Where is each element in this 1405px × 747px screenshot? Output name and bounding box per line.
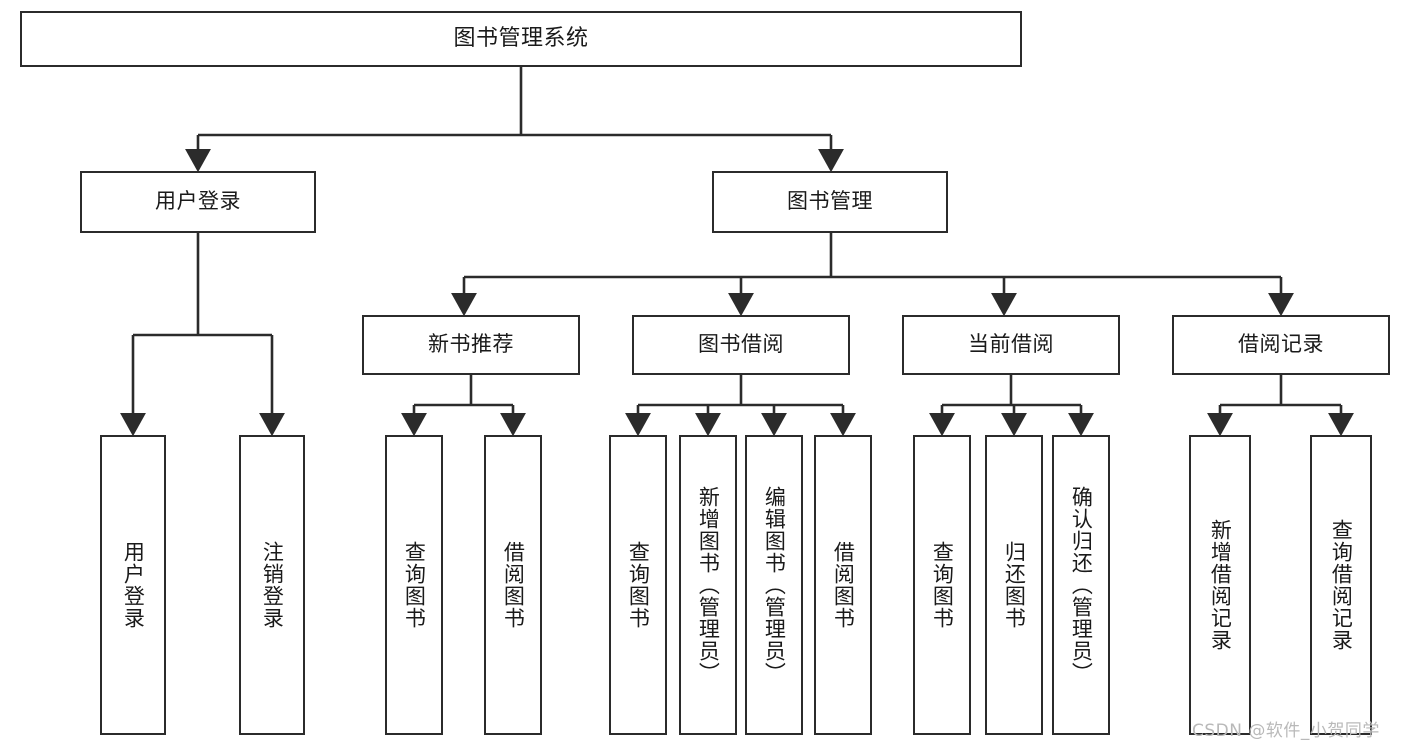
leaf-return-book-label: 归还图书 xyxy=(1002,541,1027,629)
leaf-query-book-recommend[interactable]: 查询图书 xyxy=(385,435,443,735)
leaf-query-book-current[interactable]: 查询图书 xyxy=(913,435,971,735)
leaf-confirm-return-label: 确认归还（管理员） xyxy=(1069,486,1094,684)
node-current-borrow-label: 当前借阅 xyxy=(968,332,1054,357)
leaf-add-book-label: 新增图书（管理员） xyxy=(696,486,721,684)
leaf-edit-book-label: 编辑图书（管理员） xyxy=(762,486,787,684)
node-borrow-record-label: 借阅记录 xyxy=(1238,332,1324,357)
leaf-add-book[interactable]: 新增图书（管理员） xyxy=(679,435,737,735)
leaf-add-borrow-record-label: 新增借阅记录 xyxy=(1208,519,1233,651)
node-new-book-recommend-label: 新书推荐 xyxy=(428,332,514,357)
leaf-query-borrow-record-label: 查询借阅记录 xyxy=(1329,519,1354,651)
leaf-confirm-return[interactable]: 确认归还（管理员） xyxy=(1052,435,1110,735)
leaf-borrow-book-recommend[interactable]: 借阅图书 xyxy=(484,435,542,735)
leaf-borrow-book[interactable]: 借阅图书 xyxy=(814,435,872,735)
node-borrow-record[interactable]: 借阅记录 xyxy=(1172,315,1390,375)
node-new-book-recommend[interactable]: 新书推荐 xyxy=(362,315,580,375)
node-book-manage[interactable]: 图书管理 xyxy=(712,171,948,233)
leaf-query-book-current-label: 查询图书 xyxy=(930,541,955,629)
leaf-edit-book[interactable]: 编辑图书（管理员） xyxy=(745,435,803,735)
node-user-login[interactable]: 用户登录 xyxy=(80,171,316,233)
node-book-borrow-label: 图书借阅 xyxy=(698,332,784,357)
leaf-add-borrow-record[interactable]: 新增借阅记录 xyxy=(1189,435,1251,735)
leaf-borrow-book-recommend-label: 借阅图书 xyxy=(501,541,526,629)
leaf-query-book-recommend-label: 查询图书 xyxy=(402,541,427,629)
node-user-login-label: 用户登录 xyxy=(155,189,241,214)
node-book-manage-label: 图书管理 xyxy=(787,189,873,214)
leaf-return-book[interactable]: 归还图书 xyxy=(985,435,1043,735)
leaf-user-logout-label: 注销登录 xyxy=(260,541,285,629)
leaf-borrow-book-label: 借阅图书 xyxy=(831,541,856,629)
leaf-user-login-label: 用户登录 xyxy=(121,541,146,629)
leaf-user-login[interactable]: 用户登录 xyxy=(100,435,166,735)
leaf-query-book-borrow-label: 查询图书 xyxy=(626,541,651,629)
node-root-label: 图书管理系统 xyxy=(453,25,589,51)
leaf-query-borrow-record[interactable]: 查询借阅记录 xyxy=(1310,435,1372,735)
node-book-borrow[interactable]: 图书借阅 xyxy=(632,315,850,375)
leaf-query-book-borrow[interactable]: 查询图书 xyxy=(609,435,667,735)
leaf-user-logout[interactable]: 注销登录 xyxy=(239,435,305,735)
node-root[interactable]: 图书管理系统 xyxy=(20,11,1022,67)
node-current-borrow[interactable]: 当前借阅 xyxy=(902,315,1120,375)
